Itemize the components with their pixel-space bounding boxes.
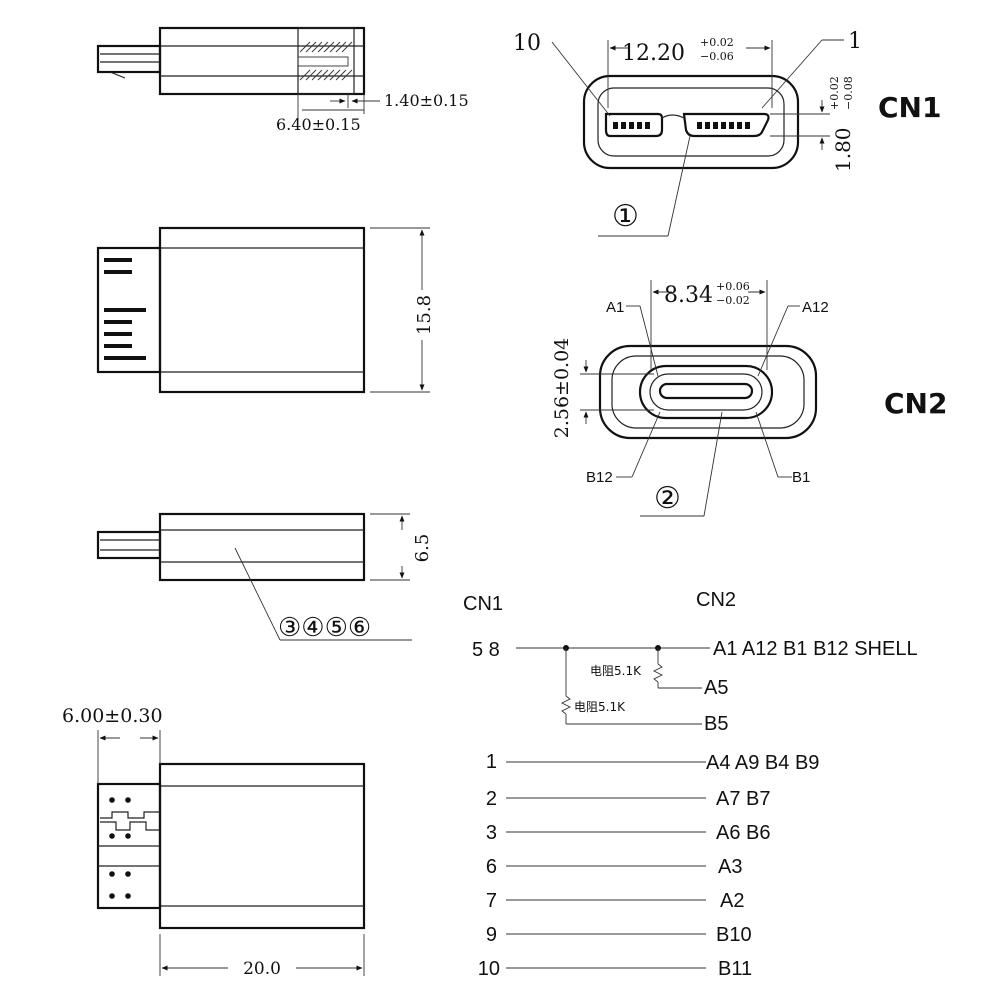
cn2-title: CN2 — [884, 387, 947, 420]
plug-pins — [104, 258, 146, 360]
wiring-diagram: CN1 CN2 5 8 A1 A12 B1 B12 SHELL 电阻5.1K A… — [463, 589, 918, 980]
dim-6-5: 6.5 — [412, 534, 433, 563]
cn1-pin-10-label: 10 — [513, 31, 541, 56]
callout-1: ① — [612, 199, 639, 234]
cn1-width-tol-minus: −0.06 — [700, 50, 734, 63]
cn2-pin-a1-label: A1 — [606, 299, 624, 316]
resistor-1-label: 电阻5.1K — [590, 664, 642, 678]
cn1-pin-1-label: 1 — [848, 29, 862, 54]
wiring-a5-label: A5 — [704, 677, 728, 699]
cn2-width-dim: 8.34 — [664, 283, 713, 308]
cn1-pins-right — [697, 122, 750, 129]
cn1-pins-left — [613, 122, 650, 129]
cn2-pin-b12-label: B12 — [586, 469, 613, 486]
wiring-row-left: 1 — [486, 751, 497, 773]
cn1-height-tol-minus: −0.08 — [842, 76, 855, 110]
wiring-gnd-left: 5 8 — [472, 639, 500, 661]
front-view: 15.8 — [96, 226, 435, 394]
wiring-row-right: A4 A9 B4 B9 — [706, 752, 819, 774]
wiring-row-left: 2 — [486, 788, 497, 810]
wiring-row: 3 A6 B6 — [486, 822, 771, 844]
callout-2: ② — [654, 481, 681, 516]
cn2-pin-b1-label: B1 — [792, 469, 810, 486]
wiring-row: 9 B10 — [486, 924, 752, 946]
cn2-connector-view: 8.34 +0.06 −0.02 A1 A12 B12 B1 2.56±0.04… — [551, 280, 947, 517]
wiring-row: 6 A3 — [486, 856, 743, 878]
bottom-view: 6.00±0.30 20.0 — [62, 705, 366, 979]
wiring-row-left: 3 — [486, 822, 497, 844]
wiring-header-cn2: CN2 — [696, 589, 736, 611]
wiring-row-left: 7 — [486, 890, 497, 912]
dim-6-40: 6.40±0.15 — [276, 115, 361, 134]
wiring-row-right: B11 — [718, 958, 752, 980]
wiring-row: 10 B11 — [478, 958, 752, 980]
cn1-connector-view: 10 1 12.20 +0.02 −0.06 1.80 +0.02 −0.08 … — [513, 29, 941, 237]
side-view-top: 1.40±0.15 6.40±0.15 — [96, 26, 469, 134]
cn2-width-tol-plus: +0.06 — [716, 280, 750, 293]
dim-15-8: 15.8 — [414, 295, 435, 335]
cn2-pin-a12-label: A12 — [802, 299, 829, 316]
wiring-row: 7 A2 — [486, 890, 745, 912]
wiring-row-left: 9 — [486, 924, 497, 946]
wiring-gnd-right: A1 A12 B1 B12 SHELL — [713, 638, 918, 660]
wiring-header-cn1: CN1 — [463, 593, 503, 615]
contact-dots — [109, 797, 131, 899]
resistor-2-label: 电阻5.1K — [574, 700, 626, 714]
dim-6-00: 6.00±0.30 — [62, 705, 163, 727]
wiring-row: 2 A7 B7 — [486, 788, 771, 810]
cn1-height-tol-plus: +0.02 — [828, 76, 841, 110]
wiring-row-right: A3 — [718, 856, 742, 878]
wiring-row-right: B10 — [716, 924, 752, 946]
callout-3456: ③④⑤⑥ — [278, 613, 371, 643]
wiring-row-right: A2 — [720, 890, 744, 912]
dim-20-0: 20.0 — [243, 959, 281, 979]
dim-1-40: 1.40±0.15 — [384, 91, 469, 110]
cn1-width-dim: 12.20 — [622, 41, 685, 66]
wiring-row-left: 6 — [486, 856, 497, 878]
cn1-title: CN1 — [878, 91, 941, 124]
side-view-middle: 6.5 ③④⑤⑥ — [96, 512, 433, 643]
wiring-row-left: 10 — [478, 958, 500, 980]
cn2-width-tol-minus: −0.02 — [716, 294, 750, 307]
wiring-b5-label: B5 — [704, 713, 728, 735]
cn1-height-dim: 1.80 — [831, 127, 855, 172]
cn1-width-tol-plus: +0.02 — [700, 36, 734, 49]
wiring-row: 1 A4 A9 B4 B9 — [486, 751, 820, 774]
wiring-row-right: A6 B6 — [716, 822, 770, 844]
section-hatch — [299, 41, 353, 81]
wiring-row-right: A7 B7 — [716, 788, 770, 810]
cn2-height-dim: 2.56±0.04 — [551, 338, 573, 439]
